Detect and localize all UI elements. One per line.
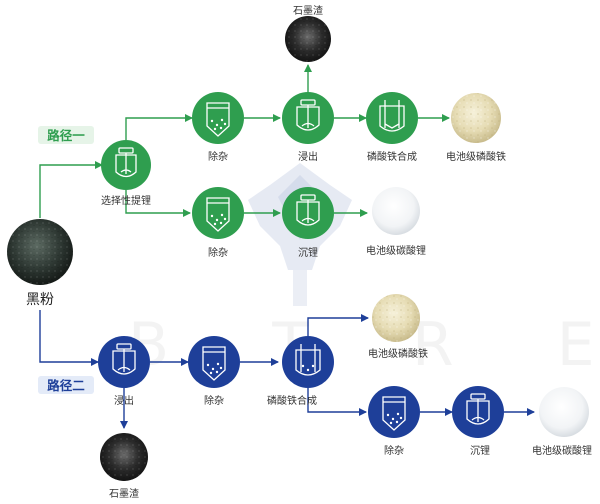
r2-synthesis-node: 磷酸铁合成 [267, 336, 334, 407]
settling-tank-icon [206, 197, 230, 232]
r2-impurity-label: 除杂 [204, 394, 224, 407]
black-powder-node: 黑粉 [7, 219, 73, 308]
stirred-reactor-icon [296, 99, 320, 131]
r1b-precip-node: 沉锂 [282, 187, 334, 259]
r2-fepo4-product-node: 电池级磷酸铁 [368, 294, 428, 360]
r1b-precip-label: 沉锂 [298, 246, 318, 259]
r1b-li2co3-product-node: 电池级碳酸锂 [366, 187, 426, 257]
r2-synthesis-label: 磷酸铁合成 [267, 394, 317, 407]
r1-graphite-label: 石墨渣 [293, 4, 323, 17]
route1-tag-label: 路径一 [47, 128, 85, 143]
r2-impurity2-label: 除杂 [384, 444, 404, 457]
stirred-reactor-icon [115, 147, 137, 178]
r2-li2co3-product-label: 电池级碳酸锂 [532, 444, 592, 457]
r2-impurity-node: 除杂 [188, 336, 240, 407]
settling-tank-icon [202, 346, 226, 381]
particles-icon [206, 362, 223, 375]
stirred-reactor-icon [112, 343, 136, 375]
route1-connectors [39, 64, 450, 218]
r1-graphite-node: 石墨渣 [285, 4, 331, 62]
r2-impurity2-node: 除杂 [368, 386, 420, 457]
route2-tag-label: 路径二 [47, 378, 85, 393]
stirred-reactor-icon [466, 393, 490, 425]
particles-icon [210, 213, 227, 226]
selective-extraction-label: 选择性提锂 [101, 194, 151, 207]
synthesis-reactor-icon [379, 100, 405, 132]
particles-icon [301, 364, 315, 372]
selective-extraction-node: 选择性提锂 [101, 140, 151, 207]
r1-impurity-node: 除杂 [192, 92, 244, 163]
synthesis-reactor-icon [295, 344, 321, 376]
r1-fepo4-product-label: 电池级磷酸铁 [446, 150, 506, 163]
r2-leach-node: 浸出 [98, 336, 150, 407]
r2-precip-label: 沉锂 [470, 444, 490, 457]
settling-tank-icon [206, 102, 230, 137]
stirred-reactor-icon [296, 194, 320, 226]
r2-leach-label: 浸出 [114, 394, 134, 407]
r1-synthesis-label: 磷酸铁合成 [367, 150, 417, 163]
r2-graphite-label: 石墨渣 [109, 487, 139, 500]
r1b-impurity-node: 除杂 [192, 187, 244, 259]
r2-precip-node: 沉锂 [452, 386, 504, 457]
particles-icon [386, 412, 403, 425]
route1-tag: 路径一 [38, 126, 94, 144]
r1-fepo4-product-node: 电池级磷酸铁 [446, 93, 506, 163]
r2-li2co3-product-node: 电池级碳酸锂 [532, 387, 592, 457]
black-powder-label: 黑粉 [26, 292, 54, 308]
route2-connectors [39, 310, 535, 429]
r1-impurity-label: 除杂 [208, 150, 228, 163]
r1-leach-label: 浸出 [298, 150, 318, 163]
r2-graphite-node: 石墨渣 [100, 433, 148, 500]
r1b-li2co3-product-label: 电池级碳酸锂 [366, 244, 426, 257]
r2-fepo4-product-label: 电池级磷酸铁 [368, 347, 428, 360]
r1-synthesis-node: 磷酸铁合成 [366, 92, 418, 163]
particles-icon [210, 118, 227, 131]
route2-tag: 路径二 [38, 376, 94, 394]
settling-tank-icon [382, 396, 406, 431]
r1b-impurity-label: 除杂 [208, 246, 228, 259]
r1-leach-node: 浸出 [282, 92, 334, 163]
